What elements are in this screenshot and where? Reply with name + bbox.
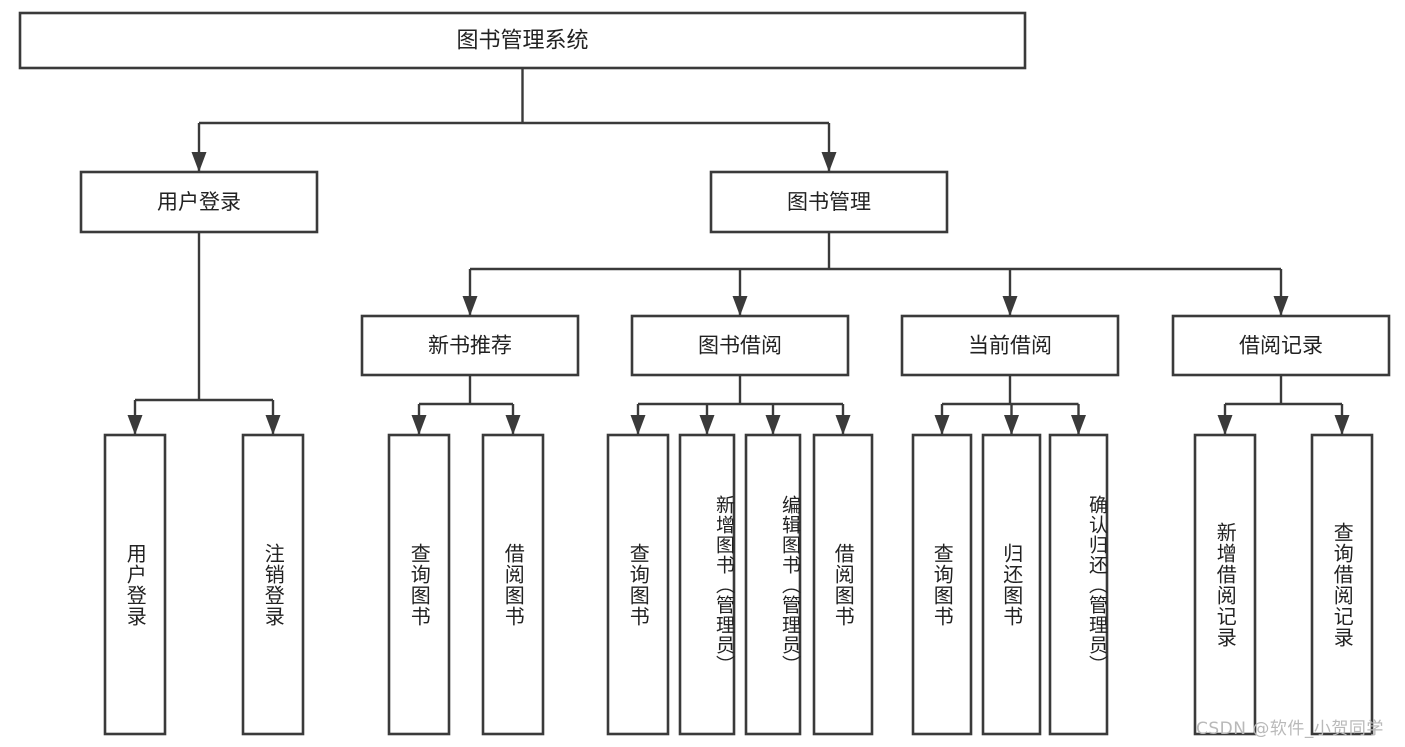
node-label-root: 图书管理系统 xyxy=(456,29,588,54)
arrow-head-icon xyxy=(1273,296,1289,316)
arrow-head-icon xyxy=(1217,415,1233,435)
arrow-head-icon xyxy=(732,296,748,316)
arrow-head-icon xyxy=(191,152,207,172)
arrow-head-icon xyxy=(127,415,143,435)
arrow-head-icon xyxy=(265,415,281,435)
node-box-book-manage[interactable] xyxy=(709,170,949,234)
node-box-leaf-logout[interactable] xyxy=(241,433,305,736)
node-box-user-login[interactable] xyxy=(79,170,319,234)
arrow-head-icon xyxy=(1004,415,1019,435)
arrow-head-icon xyxy=(1002,296,1018,316)
arrow-head-icon xyxy=(411,415,427,435)
boxes-layer xyxy=(18,11,1391,736)
node-box-leaf-edit-book[interactable] xyxy=(744,433,802,736)
node-box-leaf-query-book-1[interactable] xyxy=(387,433,451,736)
node-box-leaf-user-login[interactable] xyxy=(103,433,167,736)
node-box-leaf-add-record[interactable] xyxy=(1193,433,1257,736)
node-box-leaf-return-book[interactable] xyxy=(981,433,1042,736)
node-box-new-book-recommend[interactable] xyxy=(360,314,580,377)
arrow-head-icon xyxy=(1071,415,1086,435)
arrow-head-icon xyxy=(821,152,837,172)
node-label-current-borrow: 当前借阅 xyxy=(968,334,1052,358)
node-box-leaf-borrow-book-2[interactable] xyxy=(812,433,874,736)
arrow-head-icon xyxy=(934,415,950,435)
arrow-head-icon xyxy=(462,296,478,316)
edges-layer xyxy=(127,68,1350,435)
node-label-new-book-recommend: 新书推荐 xyxy=(428,334,512,358)
watermark-text: CSDN @软件_小贺同学 xyxy=(1196,719,1384,739)
node-box-leaf-query-record[interactable] xyxy=(1310,433,1374,736)
arrow-head-icon xyxy=(835,415,851,435)
arrow-head-icon xyxy=(630,415,646,435)
node-box-borrow-record[interactable] xyxy=(1171,314,1391,377)
node-label-borrow-record: 借阅记录 xyxy=(1239,334,1323,358)
arrow-head-icon xyxy=(765,415,781,435)
node-box-leaf-query-book-3[interactable] xyxy=(911,433,973,736)
node-label-book-manage: 图书管理 xyxy=(787,190,871,214)
node-box-leaf-query-book-2[interactable] xyxy=(606,433,670,736)
node-label-book-borrow: 图书借阅 xyxy=(698,334,782,358)
node-box-book-borrow[interactable] xyxy=(630,314,850,377)
arrow-head-icon xyxy=(699,415,715,435)
node-box-current-borrow[interactable] xyxy=(900,314,1120,377)
node-box-leaf-borrow-book-1[interactable] xyxy=(481,433,545,736)
node-box-leaf-add-book[interactable] xyxy=(678,433,736,736)
arrow-head-icon xyxy=(1334,415,1350,435)
node-label-user-login: 用户登录 xyxy=(157,190,241,214)
node-box-leaf-confirm-return[interactable] xyxy=(1048,433,1109,736)
node-box-root[interactable] xyxy=(18,11,1027,70)
arrow-head-icon xyxy=(505,415,521,435)
